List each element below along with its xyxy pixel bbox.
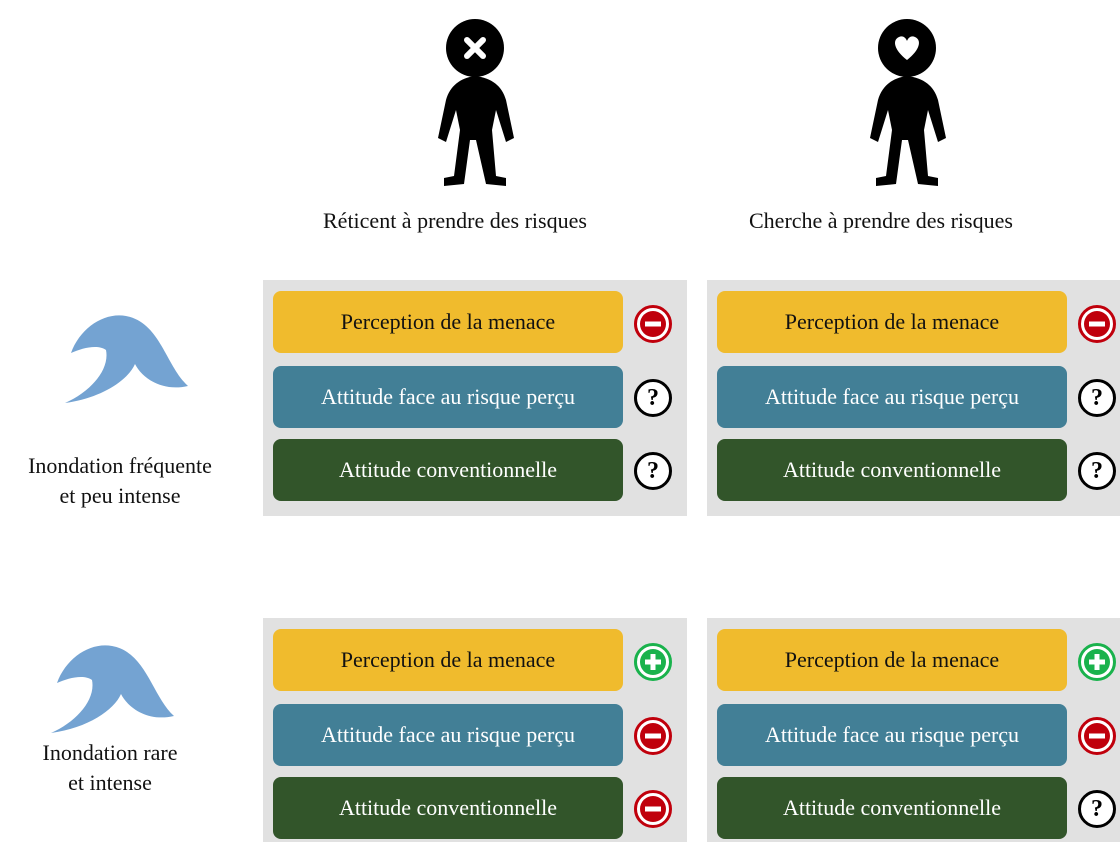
factor-box-risque: Attitude face au risque perçu <box>717 704 1067 766</box>
question-icon: ? <box>1078 790 1116 828</box>
factor-box-conventionnelle: Attitude conventionnelle <box>717 439 1067 501</box>
risk-averse-person-icon <box>438 19 514 186</box>
factor-box-risque: Attitude face au risque perçu <box>717 366 1067 428</box>
scenario-label-rare: Inondation rare et intense <box>42 740 178 795</box>
question-icon: ? <box>1078 379 1116 417</box>
factor-box-menace: Perception de la menace <box>717 291 1067 353</box>
profile-caption-risk-averse: Réticent à prendre des risques <box>323 208 587 233</box>
question-icon: ? <box>634 379 672 417</box>
risk-seeking-person-icon <box>870 19 946 186</box>
heart-icon <box>895 36 919 60</box>
scenario-label-frequent: Inondation fréquente et peu intense <box>28 453 212 508</box>
factor-box-menace: Perception de la menace <box>273 629 623 691</box>
factor-box-conventionnelle: Attitude conventionnelle <box>273 777 623 839</box>
cross-icon <box>464 37 486 59</box>
plus-icon <box>1078 643 1116 681</box>
question-icon: ? <box>1078 452 1116 490</box>
minus-icon <box>1078 717 1116 755</box>
minus-icon <box>634 790 672 828</box>
plus-icon <box>634 643 672 681</box>
factor-box-conventionnelle: Attitude conventionnelle <box>717 777 1067 839</box>
question-icon: ? <box>634 452 672 490</box>
minus-icon <box>634 717 672 755</box>
factor-box-risque: Attitude face au risque perçu <box>273 704 623 766</box>
wave-icon <box>51 645 174 733</box>
factor-box-menace: Perception de la menace <box>273 291 623 353</box>
profile-caption-risk-seeking: Cherche à prendre des risques <box>749 208 1013 233</box>
wave-icon <box>65 315 188 403</box>
factor-box-risque: Attitude face au risque perçu <box>273 366 623 428</box>
minus-icon <box>634 305 672 343</box>
factor-box-menace: Perception de la menace <box>717 629 1067 691</box>
factor-box-conventionnelle: Attitude conventionnelle <box>273 439 623 501</box>
minus-icon <box>1078 305 1116 343</box>
